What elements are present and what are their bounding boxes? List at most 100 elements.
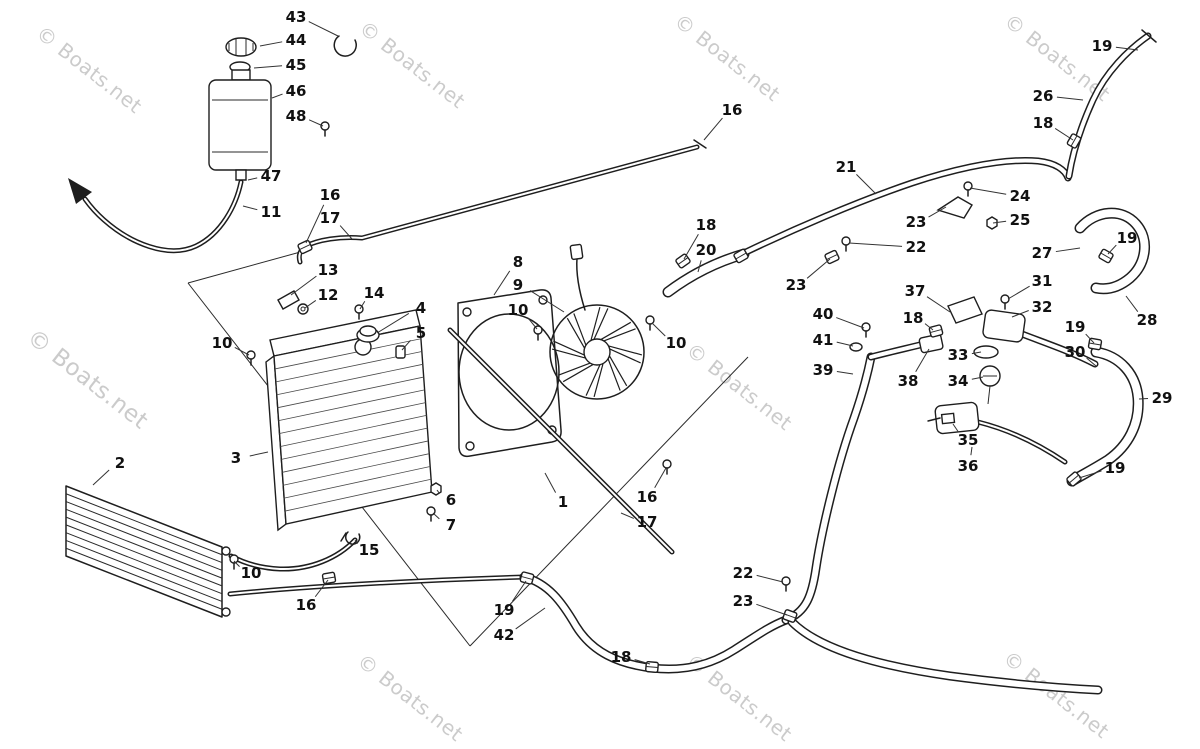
oil-cooler-frame — [65, 485, 223, 618]
detail-line — [566, 317, 586, 349]
watermark-text: © Boats.net — [682, 338, 797, 435]
callout-number: 39 — [813, 361, 834, 379]
pipe-30-core — [1020, 332, 1097, 366]
callout-leader — [697, 260, 702, 273]
detail-line — [282, 440, 429, 473]
callout-leader — [308, 21, 339, 37]
callout-leader — [1138, 397, 1149, 400]
reservoir-cap — [225, 37, 257, 57]
callout-number: 6 — [446, 491, 456, 509]
thermostat-assembly — [849, 294, 1026, 435]
watermark-text: © Boats.net — [355, 16, 470, 113]
callout-number: 34 — [948, 372, 969, 390]
reservoir-screw — [320, 121, 330, 137]
washer-41 — [849, 342, 863, 352]
retainer-clip — [333, 35, 357, 57]
boundary-line — [187, 250, 305, 284]
callout-leader — [253, 65, 283, 69]
callout-number: 22 — [906, 238, 927, 256]
detail-line — [280, 414, 427, 447]
detail-line — [553, 340, 585, 356]
callout-number: 37 — [905, 282, 926, 300]
detail-line — [279, 402, 426, 434]
callout-number: 25 — [1010, 211, 1031, 229]
reservoir-neck — [231, 69, 251, 81]
callout-leader — [836, 370, 854, 375]
overflow-hose-tube-core — [84, 181, 242, 252]
housing-bolt-31 — [1000, 294, 1010, 310]
detail-line — [603, 328, 636, 342]
cooler-fitting-lower — [221, 607, 231, 617]
callout-number: 10 — [241, 564, 262, 582]
callout-leader — [848, 242, 903, 247]
callout-number: 17 — [637, 513, 658, 531]
grommet-12 — [297, 303, 309, 315]
callout-number: 26 — [1033, 87, 1054, 105]
bolt-14 — [354, 304, 364, 320]
callout-leader — [1125, 295, 1139, 313]
callout-number: 44 — [286, 31, 307, 49]
callout-number: 7 — [446, 516, 456, 534]
detail-line — [65, 493, 223, 556]
callout-leader — [651, 322, 666, 337]
callout-number: 22 — [733, 564, 754, 582]
thermostat-seal-33 — [973, 345, 999, 359]
callout-number: 38 — [898, 372, 919, 390]
callout-number: 19 — [1065, 318, 1086, 336]
callout-number: 48 — [286, 107, 307, 125]
overflow-hose-tube — [82, 179, 244, 254]
lower-hose-tube-core — [229, 576, 525, 595]
detail-line — [278, 389, 425, 422]
hose-39-lower-core — [789, 619, 1101, 693]
callout-number: 10 — [508, 301, 529, 319]
callout-leader — [1115, 46, 1139, 51]
callout-leader — [836, 317, 865, 329]
callout-leader — [952, 423, 959, 433]
callout-leader — [970, 446, 973, 456]
callout-number: 18 — [611, 648, 632, 666]
callout-leader — [1055, 247, 1081, 253]
callout-leader — [1086, 357, 1097, 367]
callout-number: 8 — [513, 253, 523, 271]
callout-number: 1 — [558, 493, 568, 511]
bracket-13 — [277, 290, 300, 310]
callout-number: 19 — [494, 601, 515, 619]
right-side-hoses — [975, 207, 1151, 487]
callout-number: 45 — [286, 56, 307, 74]
callout-leader — [992, 220, 1007, 224]
bolt-10 — [229, 554, 239, 570]
oil-cooler — [65, 485, 231, 618]
callout-leader — [915, 348, 930, 373]
callout-leader — [376, 313, 410, 334]
hose-clamp-16 — [321, 571, 337, 585]
coolant-reservoir — [208, 35, 357, 181]
callout-number: 35 — [958, 431, 979, 449]
radiator-mount-parts — [277, 290, 442, 522]
callout-leader — [305, 204, 325, 244]
hose-clamp-18 — [928, 323, 944, 339]
callout-number: 10 — [666, 334, 687, 352]
callout-leader — [1085, 333, 1095, 344]
callout-number: 47 — [261, 167, 282, 185]
callout-number: 21 — [836, 158, 857, 176]
hose-clip-15 — [340, 531, 361, 545]
callout-leader — [924, 323, 934, 331]
callout-number: 18 — [696, 216, 717, 234]
boundary-line — [469, 356, 749, 647]
bolt-10 — [246, 350, 256, 366]
cooler-feed-hose-core — [230, 539, 356, 571]
hose-clamp-19 — [519, 570, 535, 586]
callout-leader — [527, 317, 538, 330]
callout-leader — [971, 376, 984, 380]
callout-number: 11 — [261, 203, 282, 221]
callout-number: 29 — [1152, 389, 1173, 407]
callout-number: 3 — [231, 449, 241, 467]
callout-leader — [290, 275, 317, 296]
hose-brackets — [781, 181, 998, 592]
pipe-26 — [1065, 32, 1152, 180]
callout-number: 24 — [1010, 187, 1031, 205]
callout-leader — [928, 206, 947, 218]
callout-leader — [233, 560, 240, 568]
